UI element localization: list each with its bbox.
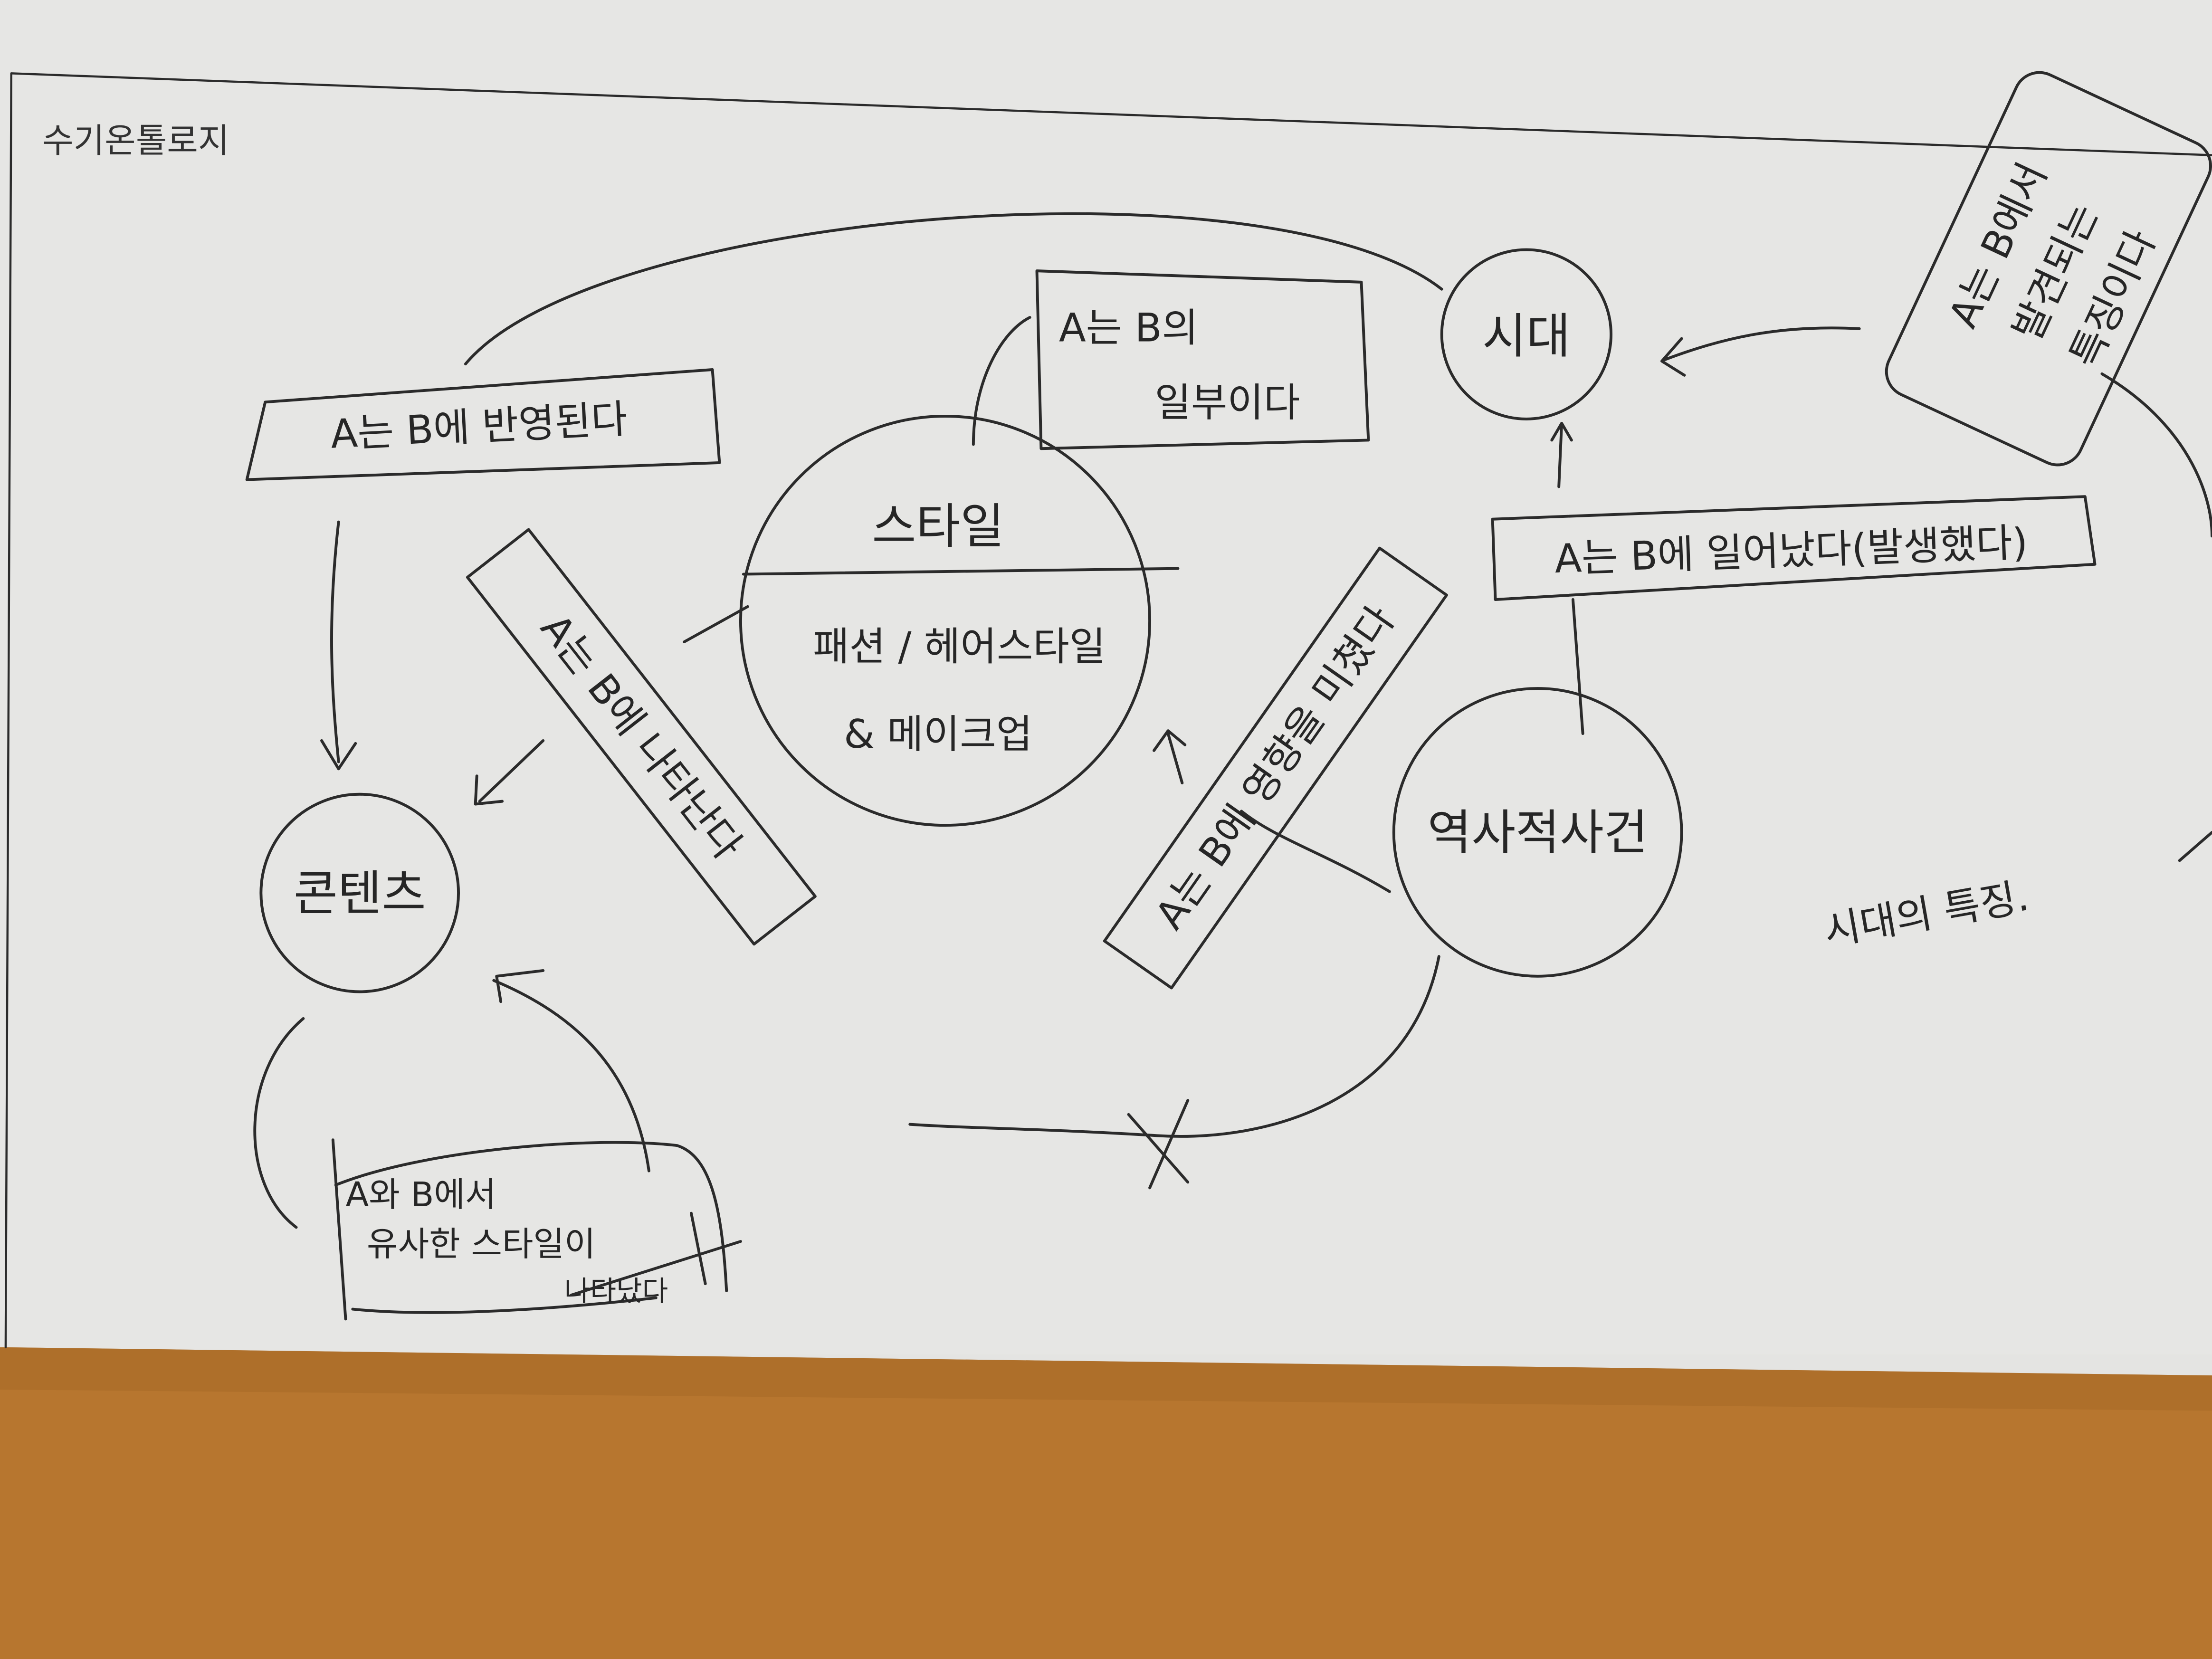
line-feature-right [2100, 372, 2212, 862]
node-style-sub-2: & 메이크업 [844, 711, 1032, 757]
paper [0, 0, 2212, 1354]
arrow-reflected-to-content [320, 520, 357, 771]
arc-event-to-crossed [908, 955, 1440, 1138]
arc-reflected-to-era [464, 212, 1443, 366]
relation-similar-line1: A와 B에서 [346, 1175, 496, 1214]
node-era-label: 시대 [1482, 308, 1571, 364]
arrow-influenced-to-style [1152, 729, 1187, 784]
arrow-feature-to-era [1660, 326, 1861, 377]
relation-similar-line2: 유사한 스타일이 [367, 1224, 595, 1264]
arrow-appears-to-content [474, 739, 545, 806]
line-style-to-partof [972, 316, 1031, 446]
node-content-label: 콘텐츠 [294, 865, 426, 921]
page-border [4, 72, 2212, 1348]
line-event-to-occurred [1571, 598, 1584, 735]
node-content: 콘텐츠 [259, 792, 460, 993]
relation-similar-crossed-out: A와 B에서 유사한 스타일이 나타났다 [331, 1138, 742, 1321]
node-historical-event: 역사적사건 [1392, 687, 1683, 978]
relation-part-of-line2: 일부이다 [1154, 380, 1300, 426]
node-era: 시대 [1440, 248, 1613, 420]
strike-mark [570, 1211, 742, 1297]
node-style-sub-1: 패션 / 헤어스타일 [813, 624, 1106, 670]
node-style-label: 스타일 [872, 498, 1004, 554]
arrow-similar-to-content [492, 969, 650, 1173]
line-event-to-influenced [1240, 810, 1391, 893]
desk-shade [0, 1347, 2212, 1411]
node-historical-event-label: 역사적사건 [1427, 805, 1648, 861]
arrow-occurred-to-era [1550, 421, 1573, 488]
relation-part-of: A는 B의 일부이다 [1035, 269, 1370, 450]
line-style-to-appears [683, 605, 749, 644]
node-style: 스타일 패션 / 헤어스타일 & 메이크업 [739, 414, 1180, 827]
cross-mark [1127, 1099, 1190, 1190]
relation-part-of-line1: A는 B의 [1059, 305, 1198, 351]
desk [0, 1347, 2212, 1659]
page-title: 수기온톨로지 [42, 121, 229, 161]
arc-content-to-similar [253, 1017, 305, 1229]
